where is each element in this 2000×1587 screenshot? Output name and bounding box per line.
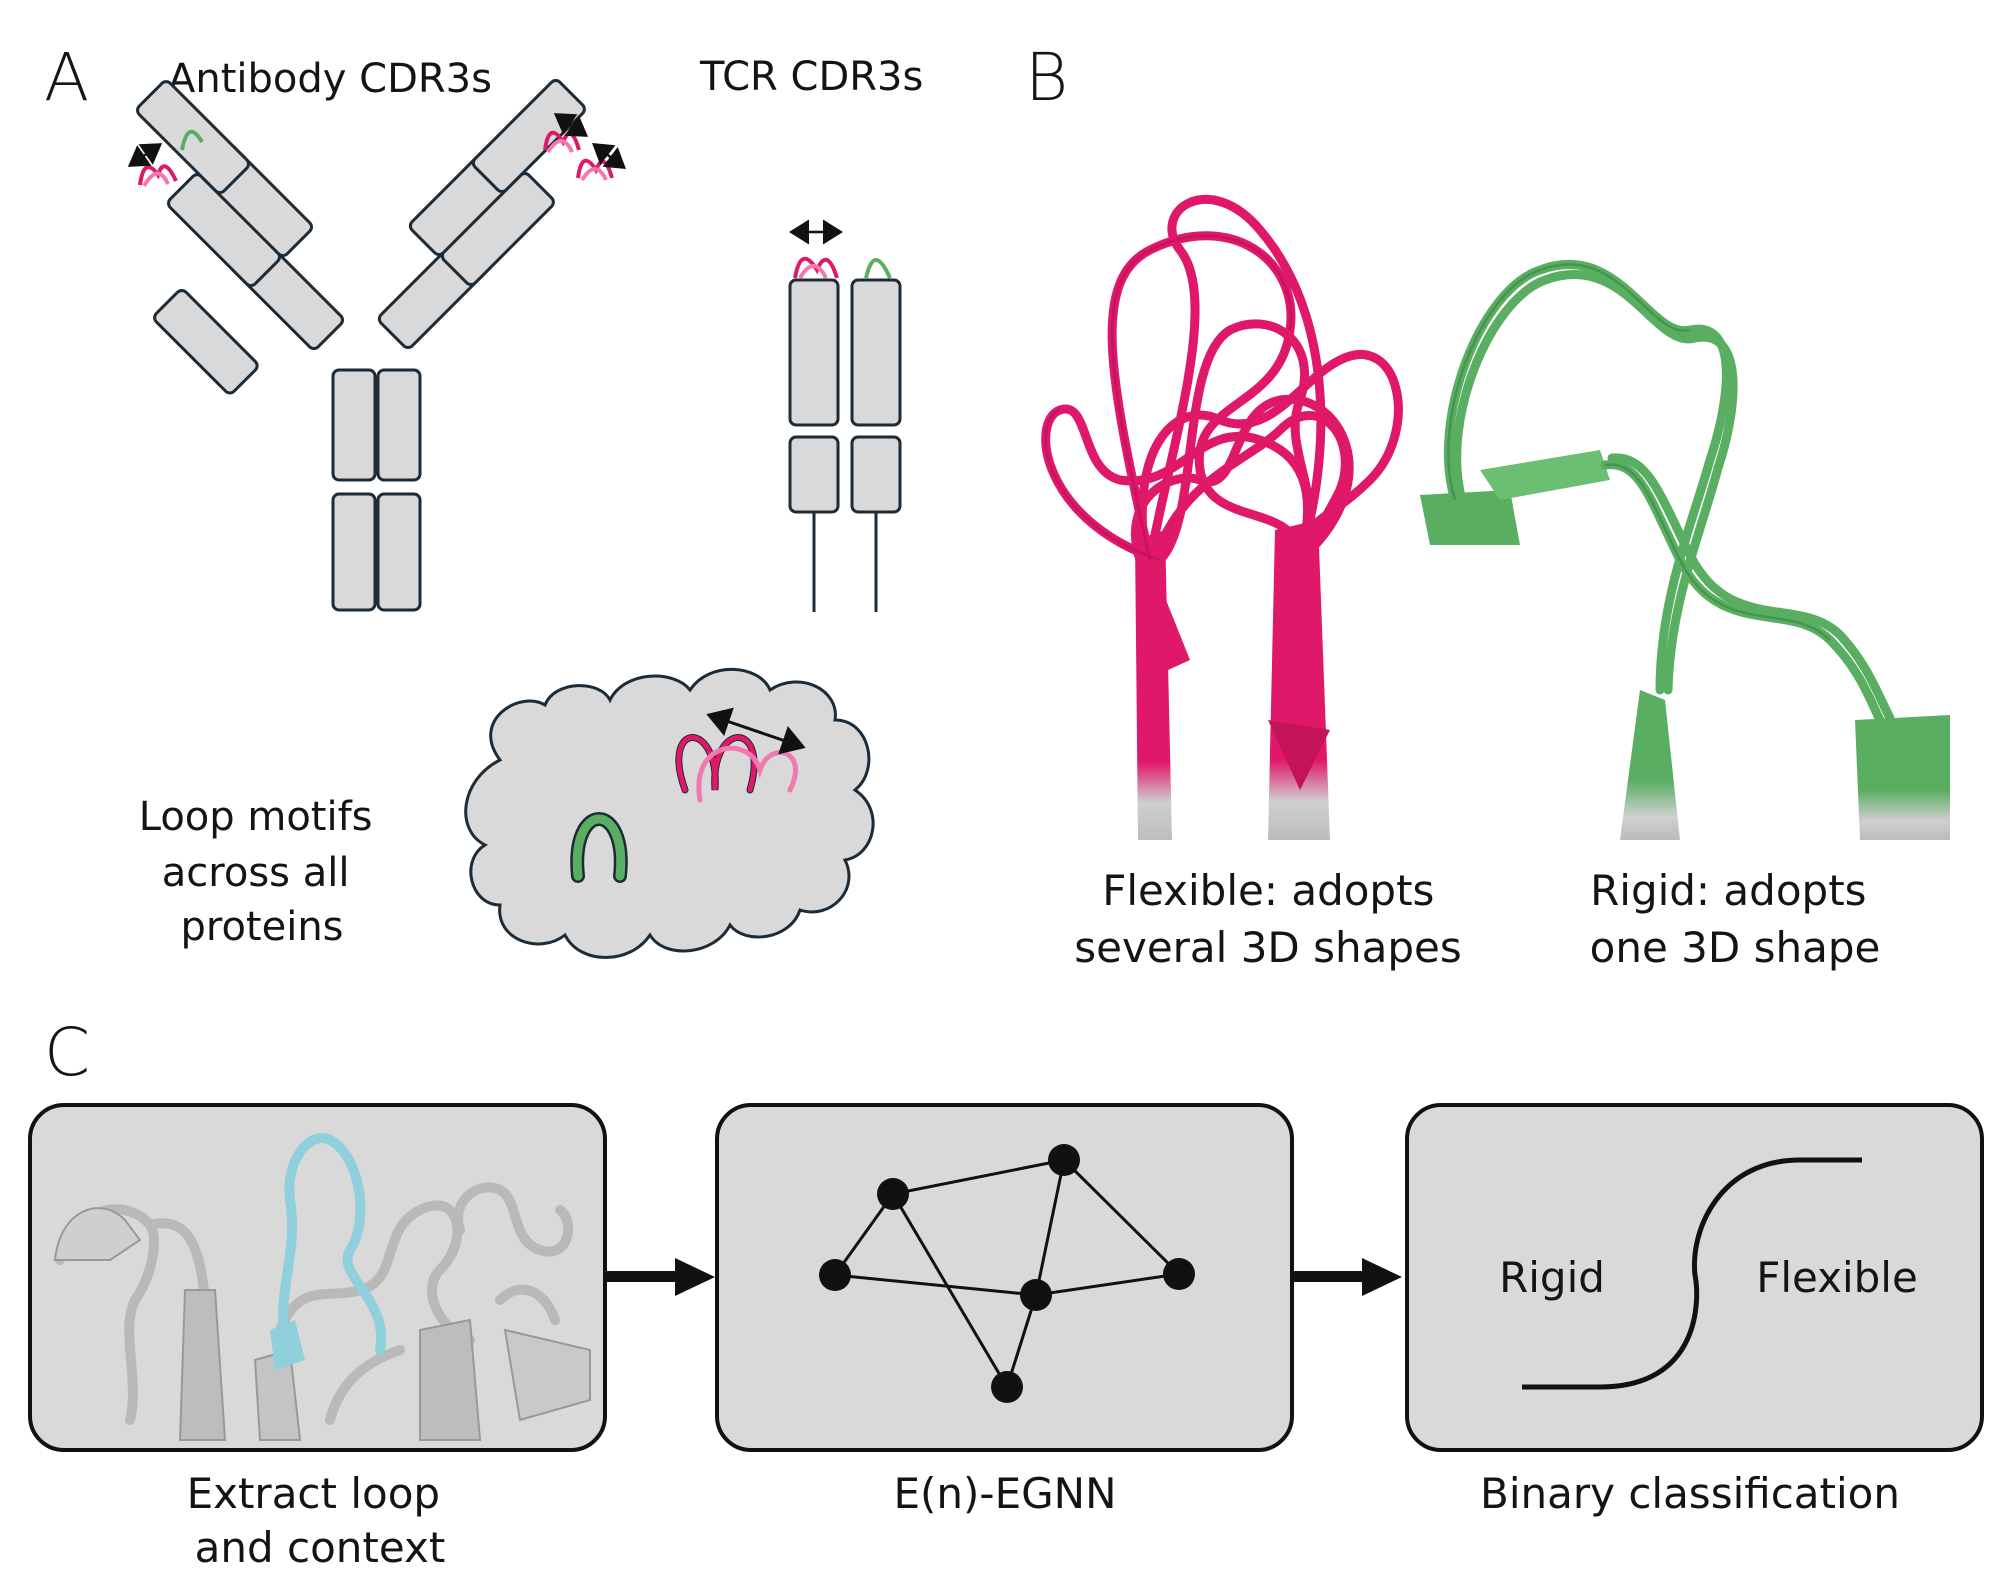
graph-node (877, 1178, 909, 1210)
flexible-caption: Flexible: adopts several 3D shapes (1074, 866, 1461, 972)
arrow-right-icon (1292, 1258, 1402, 1296)
graph-node (1048, 1144, 1080, 1176)
tcr-domain (850, 435, 902, 514)
double-arrow-icon (127, 113, 626, 170)
protein-structure-illustration (53, 1133, 591, 1441)
antibody-title: Antibody CDR3s (168, 56, 492, 102)
panel-letter-a: A (44, 39, 89, 116)
panel-letter-c: C (44, 1014, 90, 1091)
graph-node (1163, 1258, 1195, 1290)
flexible-label: Flexible (1756, 1253, 1918, 1302)
graph-node (1020, 1279, 1052, 1311)
tcr-domain (850, 278, 902, 427)
antibody-domain (471, 79, 586, 194)
step2-caption: E(n)-EGNN (893, 1469, 1116, 1518)
antibody-diagram (136, 79, 586, 612)
double-arrow-icon (706, 707, 806, 755)
cloud-icon (464, 667, 875, 959)
panel-c: C Extract loop and context (28, 1014, 1984, 1572)
tcr-domain (788, 278, 840, 427)
antibody-domain (136, 80, 251, 195)
tcr-title: TCR CDR3s (699, 54, 923, 100)
highlighted-loop (278, 1133, 387, 1365)
panel-letter-b: B (1025, 39, 1068, 116)
step3-caption: Binary classification (1480, 1469, 1900, 1518)
flexible-loop-ensemble (1041, 195, 1403, 840)
antibody-domain (376, 492, 422, 612)
rigid-loop-ensemble (1420, 259, 1950, 840)
graph-icon (819, 1144, 1195, 1403)
panel-a: A Antibody CDR3s TCR CDR3s (44, 39, 923, 959)
antibody-domain (331, 492, 377, 612)
tcr-loops (793, 256, 892, 280)
sigmoid-icon (1522, 1157, 1862, 1390)
antibody-domain (376, 368, 422, 482)
loop-motifs-text: Loop motifs across all proteins (139, 794, 386, 950)
rigid-caption: Rigid: adopts one 3D shape (1590, 866, 1881, 972)
graph-node (991, 1371, 1023, 1403)
rigid-label: Rigid (1499, 1253, 1605, 1302)
tcr-diagram (788, 278, 902, 612)
graph-node (819, 1259, 851, 1291)
panel-b: B (1025, 39, 1950, 972)
step1-caption: Extract loop and context (187, 1469, 454, 1572)
antibody-domain (331, 368, 377, 482)
tcr-domain (788, 435, 840, 514)
arrow-right-icon (605, 1258, 715, 1296)
